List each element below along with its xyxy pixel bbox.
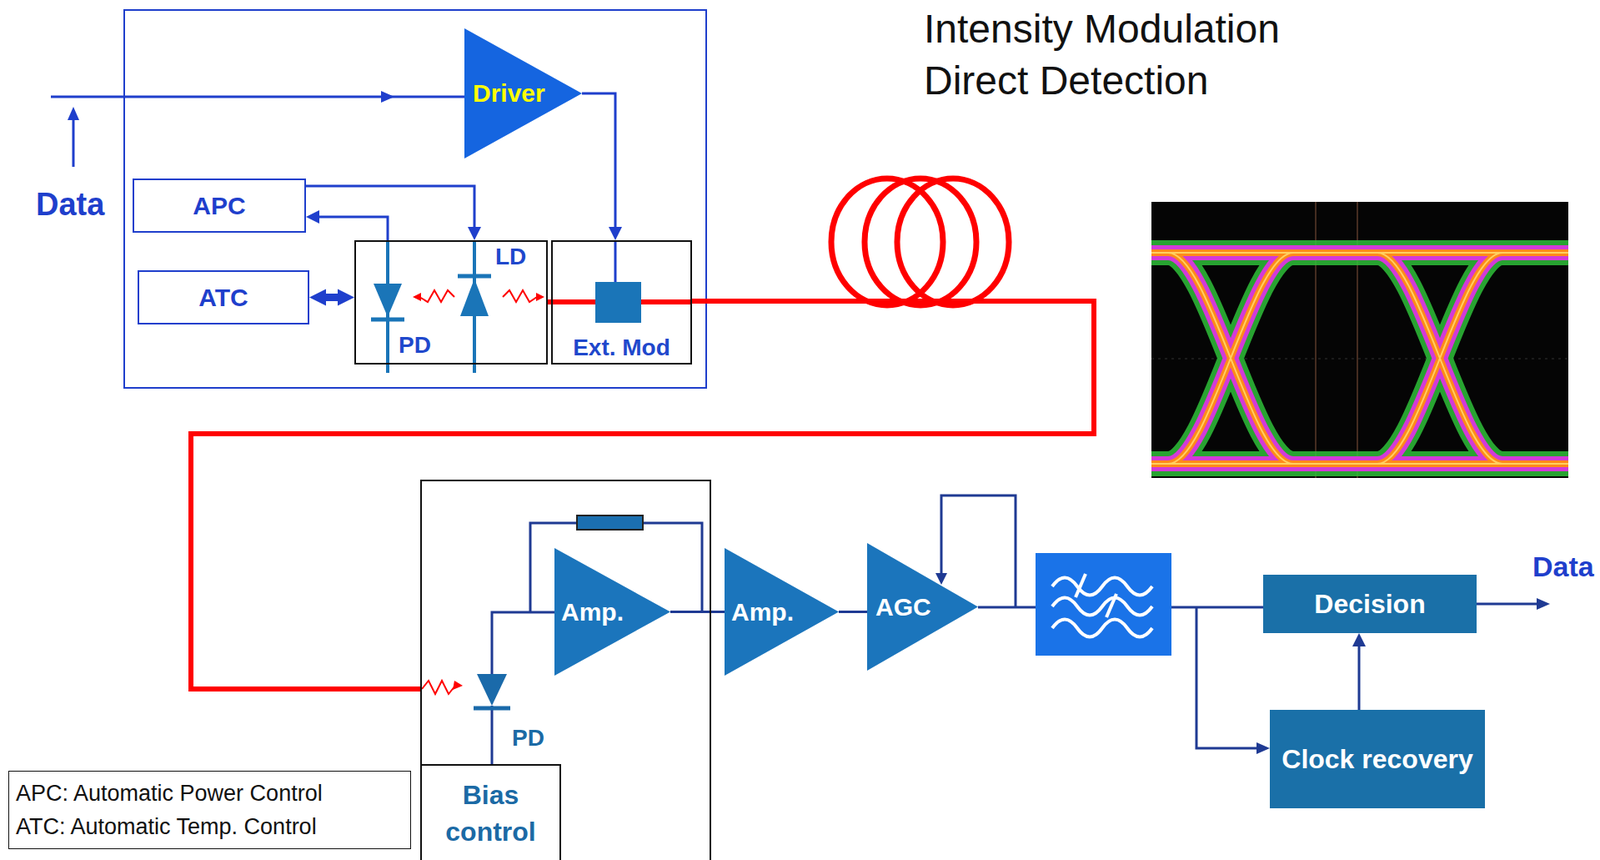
node-text: Amp.: [731, 597, 794, 627]
amplifier-triangle: Amp.: [554, 547, 671, 676]
node-text: Bias control: [428, 776, 553, 850]
arrowhead: [337, 289, 355, 306]
node-text: ATC: [198, 283, 248, 312]
node-text: LD: [495, 243, 527, 271]
connector: [581, 93, 622, 241]
node-text: Driver: [472, 79, 546, 108]
modulator-symbol: [595, 281, 642, 323]
abbreviation-note: APC: Automatic Power ControlATC: Automat…: [8, 770, 412, 849]
bias-control-box: Bias control: [420, 763, 562, 860]
fiber-coil: [831, 178, 1009, 306]
connector: [190, 300, 1094, 689]
connector-line: [670, 610, 725, 613]
arrowhead: [608, 226, 622, 241]
connector: [838, 611, 868, 612]
signal-label: Data: [1532, 550, 1595, 583]
node-text: PD: [398, 331, 432, 359]
connector-line: [305, 185, 475, 232]
triangle-fill: [464, 28, 582, 159]
node-text: Decision: [1314, 586, 1425, 621]
node-text: Clock recovery: [1281, 742, 1473, 776]
control-box: APC: [132, 178, 306, 233]
arrowhead: [1256, 742, 1270, 754]
arrowhead: [1536, 597, 1550, 610]
triangle-fill: [724, 547, 839, 676]
connector-line: [1358, 641, 1361, 710]
agc-triangle: AGC: [867, 542, 979, 671]
connector: [305, 210, 388, 241]
node-text: AGC: [875, 592, 932, 622]
node-text: Amp.: [561, 597, 624, 627]
arrowhead: [935, 572, 948, 585]
connector-line: [314, 216, 388, 241]
diode-symbols: [371, 240, 492, 373]
amplifier-triangle: Amp.: [724, 547, 839, 676]
arrowhead: [305, 210, 320, 224]
filter-symbol: [1035, 552, 1172, 656]
driver-triangle: Driver: [464, 28, 582, 159]
node-text: PD: [511, 724, 545, 752]
connector: [670, 611, 725, 612]
transmitter-housing: [124, 10, 707, 388]
receiver-box: PD Amp. Bias control: [420, 479, 712, 860]
data-input-wire: [50, 90, 465, 167]
control-box: ATC: [137, 270, 310, 325]
connector-line: [190, 300, 1094, 689]
signal-label: Data: [35, 186, 105, 224]
connector-line: [581, 93, 616, 232]
arrowhead: [467, 226, 482, 241]
drive-wire: [614, 241, 617, 282]
diagram-title: Intensity Modulation Direct Detection: [923, 3, 1325, 107]
modulator-box: Ext. Mod: [551, 240, 693, 365]
eye-diagram: [958, 201, 1569, 478]
photodiode-symbol: [473, 673, 511, 708]
node-text: Ext. Mod: [572, 334, 671, 362]
connector-line: [838, 610, 868, 613]
fiber-segment: [641, 299, 693, 305]
agc-wiring: [941, 495, 1036, 607]
node-text: ATC: Automatic Temp. Control: [15, 809, 317, 843]
triangle-fill: [554, 547, 671, 676]
arrowhead: [1352, 632, 1366, 647]
node-text: APC: [192, 191, 246, 221]
connector: [1352, 632, 1366, 710]
resistor-symbol: [576, 515, 643, 530]
receiver-wiring: [491, 522, 703, 764]
decision-box: Decision: [1263, 574, 1477, 633]
laser-module-box: LD PD: [354, 240, 548, 365]
triangle-fill: [867, 542, 979, 671]
node-text: APC: Automatic Power Control: [15, 776, 323, 810]
clock-recovery-box: Clock recovery: [1269, 709, 1485, 808]
arrowhead: [309, 289, 327, 306]
fiber-segment: [547, 299, 596, 305]
connector: [305, 185, 482, 241]
connector: [309, 289, 355, 306]
light-symbols: [412, 290, 545, 694]
